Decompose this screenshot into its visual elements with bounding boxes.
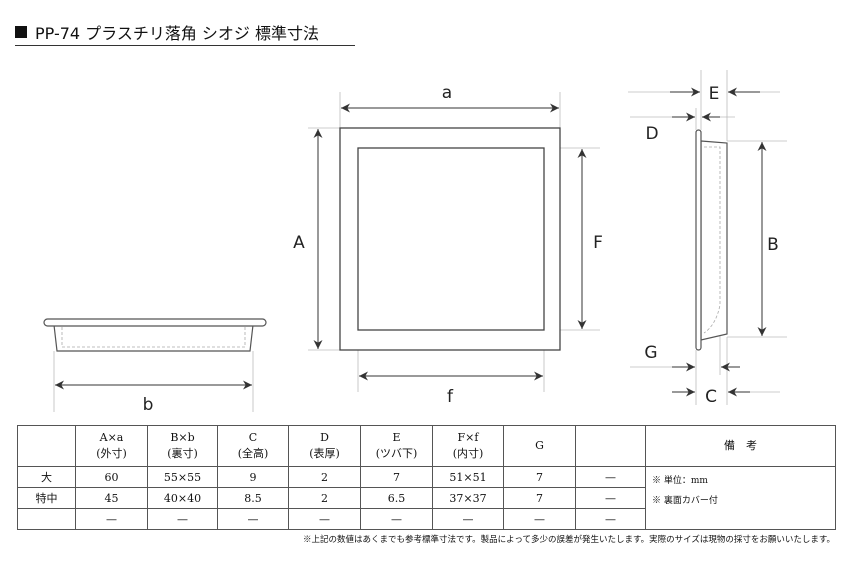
row-label: 特中 [17, 487, 76, 509]
header-bottom: (外寸) [96, 447, 127, 460]
cell: — [217, 508, 289, 530]
header-top: G [535, 439, 544, 452]
cell: — [575, 466, 646, 488]
cell: — [575, 487, 646, 509]
dim-label-F: F [593, 233, 603, 253]
cell: 7 [503, 487, 576, 509]
cell: 45 [75, 487, 148, 509]
header-top: A×a [99, 431, 124, 444]
header-cell: C (全高) [217, 425, 289, 467]
dim-label-A: A [293, 233, 305, 253]
title-text: PP-74 プラスチリ落角 シオジ 標準寸法 [35, 24, 320, 43]
cell: — [147, 508, 218, 530]
header-cell: G [503, 425, 576, 467]
dim-label-E: E [709, 84, 720, 104]
footnote: ※上記の数値はあくまでも参考標準寸法です。製品によって多少の誤差が発生いたします… [302, 535, 835, 545]
remark-unit: ※ 単位：mm [652, 476, 708, 486]
cell: 9 [217, 466, 289, 488]
header-bottom: (全高) [237, 447, 269, 460]
header-top: C [248, 431, 258, 444]
cell: 7 [360, 466, 433, 488]
dim-label-C: C [705, 387, 717, 407]
title-underline [15, 45, 355, 46]
header-cell: E (ツバ下) [360, 425, 433, 467]
page-title: PP-74 プラスチリ落角 シオジ 標準寸法 [15, 20, 319, 44]
header-cell: B×b (裏寸) [147, 425, 218, 467]
dim-label-B: B [767, 235, 779, 255]
row-label: 大 [17, 466, 76, 488]
technical-drawing: a A F f b B E D G C [43, 70, 787, 415]
cell: — [360, 508, 433, 530]
dim-label-D: D [645, 124, 658, 144]
header-top: F×f [457, 431, 479, 444]
header-top: B×b [170, 431, 195, 444]
cell: — [575, 508, 646, 530]
cell: 51×51 [432, 466, 504, 488]
cell: 8.5 [217, 487, 289, 509]
remarks-cell: ※ 単位：mm ※ 裏面カバー付 [645, 466, 836, 530]
header-bottom: (内寸) [452, 447, 484, 460]
cell: 37×37 [432, 487, 504, 509]
header-cell: A×a (外寸) [75, 425, 148, 467]
cell: — [503, 508, 576, 530]
header-bottom: (裏寸) [167, 447, 198, 460]
table-row: — — — — — — — — [17, 508, 836, 530]
dim-label-b: b [143, 395, 154, 415]
header-cell: D (表厚) [288, 425, 361, 467]
header-cell: F×f (内寸) [432, 425, 504, 467]
cell: 2 [288, 466, 361, 488]
dim-label-a: a [442, 83, 452, 103]
cell: — [432, 508, 504, 530]
side-view [695, 129, 728, 351]
front-view [339, 127, 561, 351]
dim-label-G: G [644, 343, 657, 363]
bottom-view [43, 318, 267, 352]
cell: — [75, 508, 148, 530]
cell: — [288, 508, 361, 530]
spec-table: A×a (外寸) B×b (裏寸) C (全高) D (表厚) E (ツバ下) F×f (内… [17, 425, 836, 530]
table-header-row: A×a (外寸) B×b (裏寸) C (全高) D (表厚) E (ツバ下) F×f (内… [17, 425, 836, 467]
cell: 7 [503, 466, 576, 488]
dim-label-f: f [447, 387, 454, 407]
header-cell [575, 425, 646, 467]
table-row: 大 60 55×55 9 2 7 51×51 7 — ※ 単位：mm ※ 裏面カ… [17, 466, 836, 530]
header-bottom: (表厚) [309, 447, 340, 460]
header-top: D [320, 431, 329, 444]
cell: 6.5 [360, 487, 433, 509]
header-bottom: (ツバ下) [375, 447, 418, 460]
remark-cover: ※ 裏面カバー付 [652, 496, 718, 506]
cell: 60 [75, 466, 148, 488]
row-label [17, 508, 76, 530]
dimension-arrows [55, 87, 767, 397]
cell: 55×55 [147, 466, 218, 488]
header-top: E [392, 431, 401, 444]
header-cell [17, 425, 76, 467]
title-bullet-icon [15, 26, 27, 38]
cell: 40×40 [147, 487, 218, 509]
remarks-header: 備 考 [645, 425, 836, 467]
cell: 2 [288, 487, 361, 509]
